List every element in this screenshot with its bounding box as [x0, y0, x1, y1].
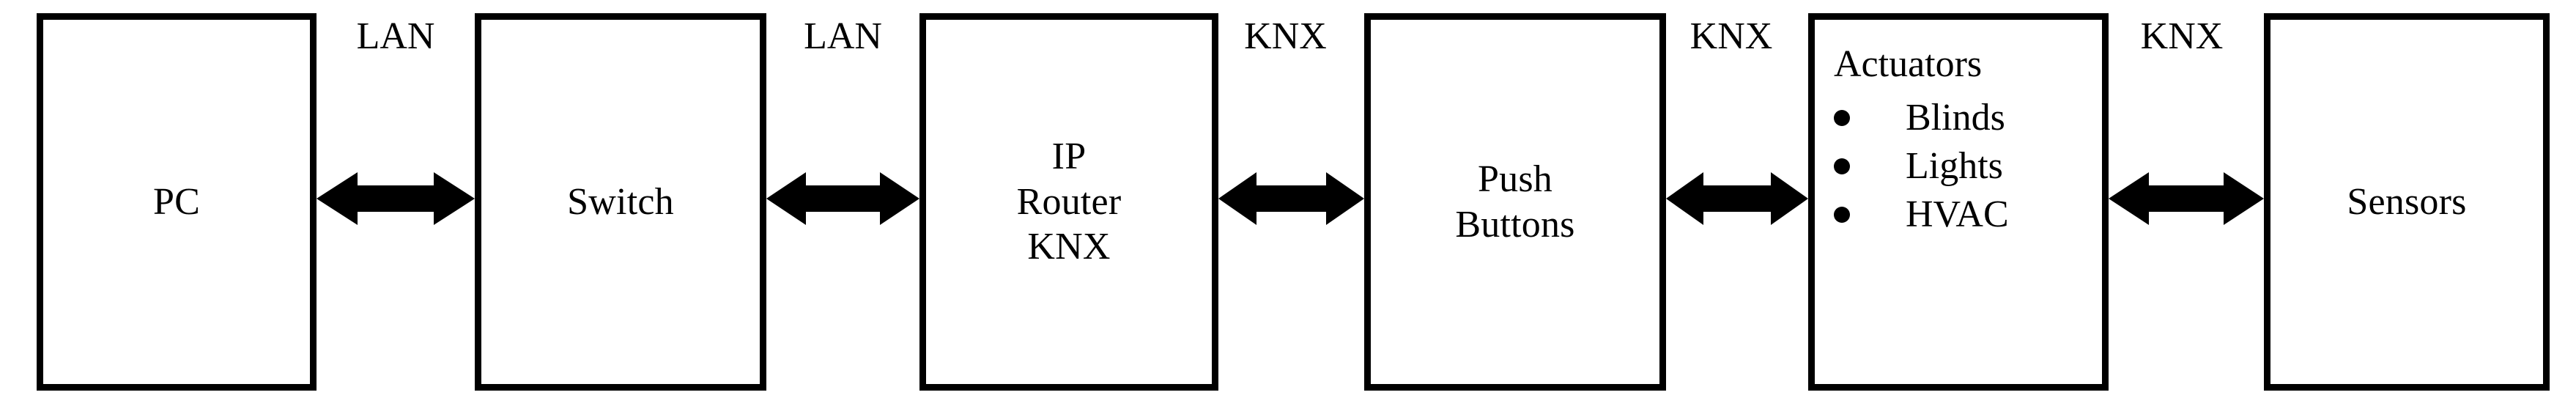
node-label-switch: Switch [567, 180, 674, 223]
link-label-ip-router-push-buttons: KNX [1244, 15, 1327, 57]
link-label-push-buttons-actuators: KNX [1689, 15, 1773, 57]
node-box-sensors: Sensors [2264, 13, 2550, 391]
actuators-item-lights: Lights [1906, 144, 2003, 187]
list-item: Blinds [1815, 94, 2102, 142]
double-arrow-icon [766, 172, 919, 225]
node-box-ip-router: IP Router KNX [919, 13, 1218, 391]
double-arrow-icon [1666, 172, 1808, 225]
link-label-actuators-sensors: KNX [2140, 15, 2224, 57]
bullet-icon [1834, 109, 1850, 126]
node-box-push-buttons: Push Buttons [1364, 13, 1666, 391]
node-label-pc: PC [152, 180, 200, 223]
node-label-ip-router: IP Router KNX [1016, 136, 1122, 268]
connector-arrow-ip-router-push-buttons [1218, 169, 1364, 229]
list-item: Lights [1815, 142, 2102, 191]
connector-arrow-push-buttons-actuators [1666, 169, 1808, 229]
bullet-icon [1834, 206, 1850, 223]
actuators-item-blinds: Blinds [1906, 96, 2005, 139]
connector-arrow-pc-switch [317, 169, 475, 229]
connector-arrow-switch-ip-router [766, 169, 919, 229]
double-arrow-icon [1218, 172, 1364, 225]
list-item: HVAC [1815, 191, 2102, 239]
actuators-title: Actuators [1834, 43, 1983, 85]
link-label-switch-ip-router: LAN [804, 15, 882, 57]
node-box-actuators: Actuators Blinds Lights HVAC [1808, 13, 2109, 391]
double-arrow-icon [317, 172, 475, 225]
link-label-pc-switch: LAN [356, 15, 435, 57]
connector-arrow-actuators-sensors [2109, 169, 2264, 229]
node-box-pc: PC [37, 13, 317, 391]
bullet-icon [1834, 158, 1850, 174]
node-box-switch: Switch [475, 13, 766, 391]
node-label-sensors: Sensors [2347, 180, 2467, 223]
actuators-item-hvac: HVAC [1906, 193, 2009, 235]
node-label-push-buttons: Push Buttons [1455, 158, 1575, 246]
double-arrow-icon [2109, 172, 2264, 225]
